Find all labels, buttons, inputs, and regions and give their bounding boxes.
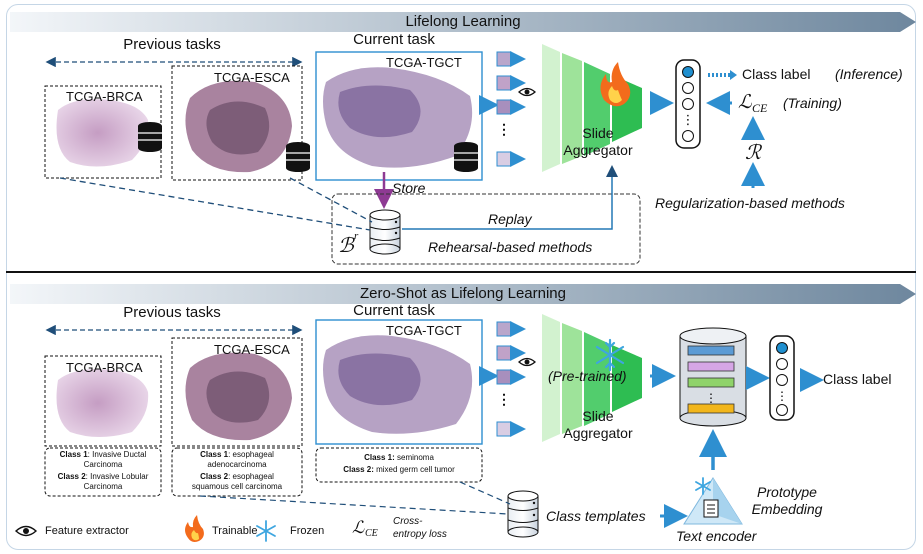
replay-label: Replay [488, 211, 532, 227]
top-esca-database-icon [286, 142, 310, 172]
text-encoder-snowflake-icon [695, 477, 711, 495]
top-regularization-label: Regularization-based methods [655, 195, 845, 211]
legend-feature-extractor: Feature extractor [45, 525, 129, 537]
tgct-class-1: Class 1: seminoma [364, 453, 434, 462]
rehearsal-box [331, 193, 641, 265]
buffer-superscript: r [354, 230, 359, 242]
brca-class-1: Class 1: Invasive Ductal [59, 450, 147, 459]
esca-class-2: Class 2: esophageal [200, 472, 274, 481]
brca-class-2-cont: Carcinoma [83, 482, 123, 491]
top-inference-arrowhead [730, 70, 737, 80]
top-previous-tasks-label: Previous tasks [123, 36, 221, 53]
pretrained-label: (Pre-trained) [548, 368, 627, 384]
bottom-brca-slide [44, 355, 162, 447]
top-esca-label: TCGA-ESCA [214, 70, 290, 85]
top-regularization-symbol: ℛ [745, 142, 761, 164]
brca-class-2: Class 2: Invasive Lobular [57, 472, 149, 481]
bottom-previous-tasks-label: Previous tasks [123, 304, 221, 321]
esca-to-buffer-dashed [289, 177, 373, 223]
legend-snowflake-icon [256, 520, 276, 542]
bottom-esca-slide [171, 337, 303, 447]
bottom-classifier-nodes [769, 335, 795, 421]
replay-arrow [402, 165, 618, 230]
bottom-tgct-classes-box [315, 447, 483, 483]
store-label: Store [392, 180, 426, 196]
top-brca-database-icon [138, 122, 162, 152]
esca-class-2-cont: squamous cell carcinoma [191, 482, 283, 491]
esca-class-1: Class 1: esophageal [200, 450, 274, 459]
classes-to-templates-dashed [199, 495, 509, 515]
top-training-label: (Training) [783, 95, 842, 111]
top-slide-aggregator [542, 44, 642, 172]
top-brca-label: TCGA-BRCA [66, 89, 143, 104]
legend-flame-icon [185, 515, 204, 542]
bottom-esca-classes-box [171, 447, 303, 497]
top-current-task-label: Current task [353, 31, 435, 48]
buffer-symbol: ℬ [338, 235, 354, 257]
esca-class-1-cont: adenocarcinoma [207, 460, 267, 469]
tgct-classes-to-templates-dashed [459, 481, 511, 505]
legend-loss-subscript: CE [365, 528, 378, 539]
embedding-dots: ⋮ [705, 391, 717, 405]
class-templates-label: Class templates [546, 508, 646, 524]
bottom-brca-classes-box [44, 447, 162, 497]
bottom-patch-dots: ⋮ [497, 391, 511, 407]
rehearsal-label: Rehearsal-based methods [428, 239, 593, 255]
bottom-frozen-snowflake-icon [595, 338, 625, 372]
bottom-banner-title: Zero-Shot as Lifelong Learning [360, 285, 566, 302]
top-esca-slide [171, 65, 303, 181]
top-class-label: Class label [742, 66, 811, 82]
top-patch-dots: ⋮ [497, 121, 511, 137]
top-banner-arrow [10, 12, 916, 32]
bottom-aggregator-line2: Aggregator [563, 425, 633, 441]
bottom-patch-stack [496, 321, 512, 437]
top-tgct-label: TCGA-TGCT [386, 55, 462, 70]
text-encoder-label: Text encoder [676, 528, 757, 544]
bottom-class-label: Class label [823, 371, 892, 387]
legend-loss-desc-1: Cross- [393, 516, 423, 527]
top-inference-label: (Inference) [835, 66, 903, 82]
bottom-feature-extractor-icon [518, 357, 536, 367]
figure-frame [6, 4, 916, 550]
top-tgct-database-icon [454, 142, 478, 172]
text-encoder-pyramid [683, 477, 743, 525]
top-banner-title: Lifelong Learning [405, 13, 521, 30]
bottom-brca-label: TCGA-BRCA [66, 360, 143, 375]
bottom-current-task-label: Current task [353, 302, 435, 319]
top-aggregator-line1: Slide [582, 125, 614, 141]
brca-class-1-cont: Carcinoma [83, 460, 123, 469]
top-classifier-nodes [675, 59, 701, 149]
brca-to-buffer-dashed [59, 177, 371, 231]
replay-buffer-database [369, 209, 401, 255]
top-feature-extractor-icon [518, 87, 536, 97]
bottom-classifier-dots: ⋮ [776, 389, 788, 403]
legend-frozen: Frozen [290, 525, 325, 537]
top-loss-symbol: ℒ [738, 92, 752, 113]
bottom-aggregator-line1: Slide [582, 408, 614, 424]
top-trainable-flame-icon [600, 62, 631, 107]
top-loss-subscript: CE [752, 101, 768, 115]
legend-trainable: Trainable [212, 525, 258, 537]
bottom-tgct-label: TCGA-TGCT [386, 323, 462, 338]
legend-loss-desc-2: entropy loss [393, 529, 447, 540]
class-templates-database [507, 490, 539, 538]
prototype-label-1: Prototype [757, 484, 817, 500]
tgct-class-2: Class 2: mixed germ cell tumor [343, 465, 455, 474]
top-classifier-dots: ⋮ [682, 113, 695, 128]
prototype-embedding-database [679, 327, 747, 427]
top-aggregator-line2: Aggregator [563, 142, 633, 158]
legend-loss-symbol: ℒ [352, 518, 365, 537]
bottom-tgct-slide [315, 319, 483, 445]
legend-eye-icon [14, 525, 38, 537]
top-patch-stack [496, 51, 512, 167]
bottom-esca-label: TCGA-ESCA [214, 342, 290, 357]
bottom-banner-arrow [10, 284, 916, 304]
prototype-label-2: Embedding [751, 501, 823, 517]
